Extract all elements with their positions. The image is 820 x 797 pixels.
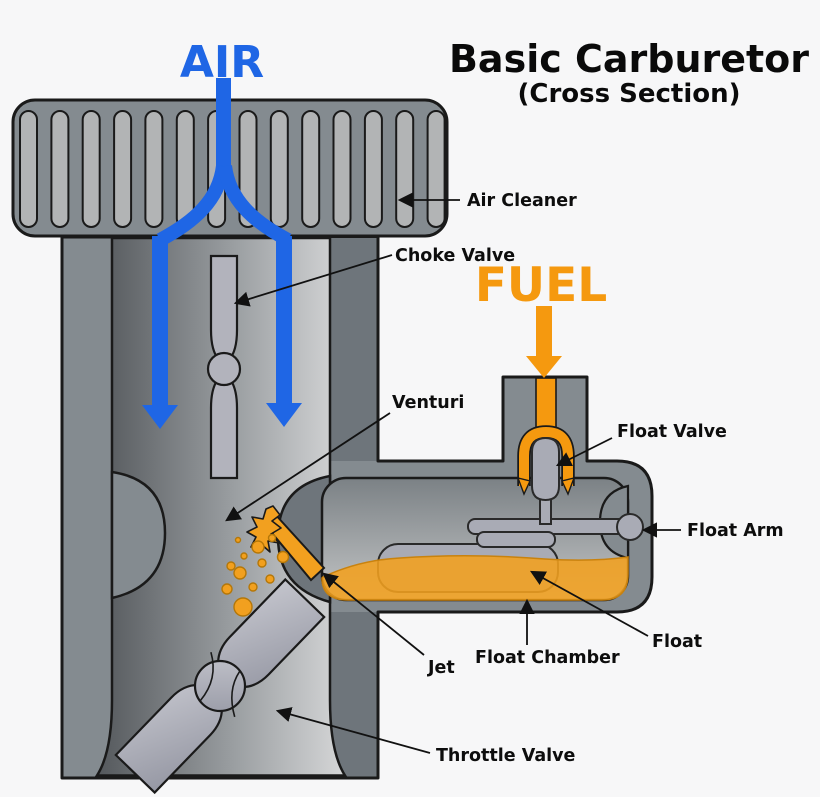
- venturi-label: Venturi: [392, 393, 464, 413]
- choke-valve-label: Choke Valve: [395, 246, 515, 266]
- air-flow-arrows: [142, 78, 302, 429]
- jet-leader: [322, 572, 425, 656]
- air-flow-label: AIR: [180, 37, 264, 88]
- choke-shaft: [206, 351, 242, 387]
- title-main: Basic Carburetor: [449, 37, 809, 81]
- component-labels: Air Cleaner Choke Valve Venturi Float Va…: [392, 191, 784, 766]
- venturi-left-wall: [110, 470, 167, 600]
- diagram-title: Basic Carburetor (Cross Section): [449, 37, 809, 109]
- title-sub: (Cross Section): [517, 79, 740, 109]
- float-leader: [529, 570, 649, 637]
- air-cleaner: [11, 98, 449, 238]
- fuel-flow-arrow: [526, 306, 562, 378]
- throttle-valve: [114, 577, 326, 795]
- pipe-right-wall: [330, 238, 377, 777]
- fuel-inlet-channel: [535, 377, 557, 429]
- float-arm-pivot: [616, 513, 644, 541]
- float-valve-needle: [531, 436, 560, 525]
- choke-valve-leader: [233, 254, 393, 307]
- jet-label: Jet: [427, 658, 455, 678]
- float-arm-assembly: [467, 513, 644, 548]
- venturi-leader: [225, 412, 391, 522]
- fuel-flow-label: FUEL: [475, 258, 607, 313]
- float-valve-leader: [555, 437, 613, 467]
- float-arm-label: Float Arm: [687, 521, 784, 541]
- float-valve-label: Float Valve: [617, 422, 727, 442]
- float-chamber-label: Float Chamber: [475, 648, 620, 668]
- choke-valve: [206, 254, 242, 480]
- fuel-pool: [321, 554, 629, 601]
- air-cleaner-label: Air Cleaner: [467, 191, 577, 211]
- throttle-valve-leader: [275, 707, 431, 754]
- throttle-valve-label: Throttle Valve: [436, 746, 576, 766]
- air-cleaner-slots: [19, 110, 446, 228]
- float-valve-seat: [516, 425, 576, 496]
- leader-lines: [225, 192, 681, 754]
- float-label: Float: [652, 632, 702, 652]
